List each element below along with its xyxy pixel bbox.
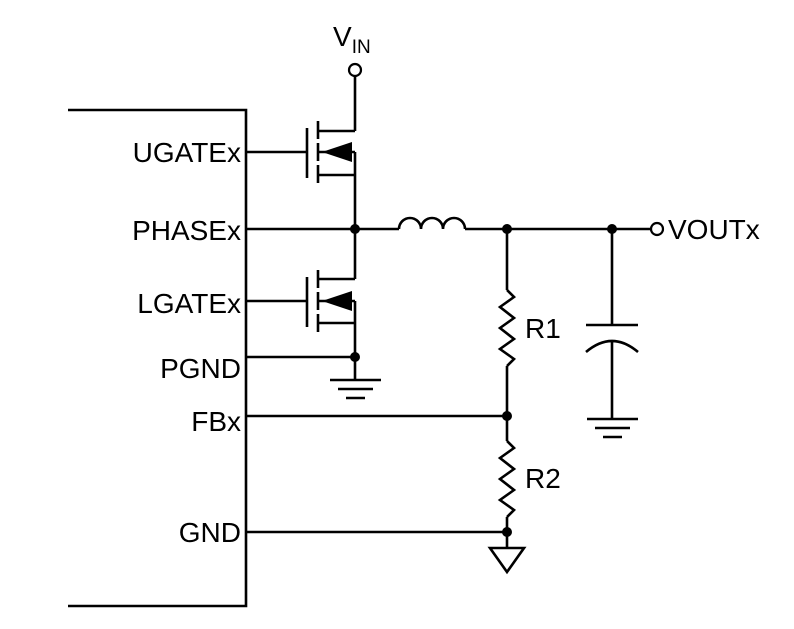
output-capacitor xyxy=(585,229,639,419)
junction-fb xyxy=(502,411,512,421)
pin-label-ugate: UGATEx xyxy=(133,137,241,168)
pin-label-lgate: LGATEx xyxy=(137,288,241,319)
pin-label-pgnd: PGND xyxy=(160,353,241,384)
lower-mosfet xyxy=(246,270,357,332)
signal-ground-symbol xyxy=(487,546,527,575)
resistor-r2 xyxy=(497,440,517,518)
cap-ground-symbol xyxy=(587,417,638,439)
r2-label: R2 xyxy=(525,463,561,494)
vout-label: VOUTx xyxy=(668,214,760,245)
pin-label-phase: PHASEx xyxy=(132,215,241,246)
r1-label: R1 xyxy=(525,313,561,344)
pin-label-fb: FBx xyxy=(191,406,241,437)
vin-terminal xyxy=(347,62,363,78)
vin-label: VIN xyxy=(333,21,371,58)
upper-mosfet xyxy=(246,121,357,183)
junction-pgnd xyxy=(350,352,360,362)
inductor xyxy=(397,216,467,230)
pin-label-gnd: GND xyxy=(179,517,241,548)
resistor-r1 xyxy=(497,289,517,367)
junction-phase xyxy=(350,224,360,234)
pgnd-ground-symbol xyxy=(330,378,381,400)
junction-gnd xyxy=(502,527,512,537)
vout-terminal xyxy=(649,221,665,237)
